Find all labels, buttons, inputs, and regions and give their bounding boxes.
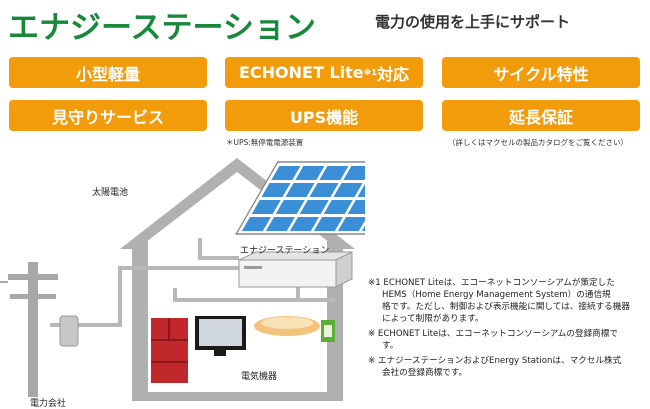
ceiling-light-icon — [254, 316, 320, 336]
ups-note: ＊UPS:無停電電源装置 — [226, 138, 304, 147]
footnote-line: ※ ECHONET Liteは、エコーネットコンソーシアムの登録商標で — [368, 329, 618, 339]
feature-label: UPS機能 — [289, 107, 359, 127]
feature-label: 延長保証 — [508, 107, 573, 127]
utility-company-label: 電力会社 — [30, 399, 67, 409]
energy-station-unit — [238, 251, 353, 288]
house-diagram — [0, 158, 365, 401]
footnote-line: ※ エナジーステーションおよびEnergy Stationは、マクセル株式 — [368, 356, 622, 366]
footnote-2: ※ ECHONET Liteは、エコーネットコンソーシアムの登録商標で す。 — [368, 328, 648, 352]
footnote-line: す。 — [382, 341, 399, 351]
refrigerator-icon — [151, 318, 188, 383]
footnote-line: 会社の登録商標です。 — [382, 368, 468, 378]
footnote-line: によって制限があります。 — [382, 314, 484, 324]
footnotes: ※1 ECHONET Liteは、エコーネットコンソーシアムが策定した HEMS… — [368, 277, 648, 382]
wall-switch-icon — [321, 320, 335, 342]
utility-pole-icon — [0, 262, 79, 397]
feature-compact-light: 小型軽量 — [9, 57, 207, 88]
feature-ups: UPS機能 — [225, 100, 423, 131]
warranty-note: （詳しくはマクセルの製品カタログをご覧ください） — [448, 138, 628, 147]
feature-label: 小型軽量 — [75, 64, 140, 84]
energy-station-label: エナジーステーション — [240, 246, 330, 256]
feature-extended-warranty: 延長保証 — [442, 100, 640, 131]
footnote-line: ※1 ECHONET Liteは、エコーネットコンソーシアムが策定した — [368, 278, 615, 288]
solar-panel-label: 太陽電池 — [92, 188, 129, 198]
appliances-label: 電気機器 — [241, 372, 278, 382]
wiring — [50, 238, 335, 327]
feature-label: サイクル特性 — [493, 64, 589, 84]
feature-cycle-characteristics: サイクル特性 — [442, 57, 640, 88]
solar-panel — [234, 161, 365, 235]
television-icon — [195, 316, 246, 356]
footnote-ref: ※1 — [363, 68, 377, 77]
feature-label: ECHONET Lite — [238, 63, 364, 82]
feature-label-suffix: 対応 — [376, 64, 409, 84]
page-title: エナジーステーション — [8, 10, 316, 46]
footnote-line: HEMS（Home Energy Management System）の通信規 — [382, 290, 611, 300]
footnote-3: ※ エナジーステーションおよびEnergy Stationは、マクセル株式 会社… — [368, 355, 648, 379]
feature-monitoring-service: 見守りサービス — [9, 100, 207, 131]
feature-label: 見守りサービス — [51, 107, 164, 127]
footnote-line: 格です。ただし、制御および表示機能に関しては、接続する機器 — [382, 302, 630, 312]
footnote-1: ※1 ECHONET Liteは、エコーネットコンソーシアムが策定した HEMS… — [368, 277, 648, 325]
page-subtitle: 電力の使用を上手にサポート — [375, 13, 571, 31]
